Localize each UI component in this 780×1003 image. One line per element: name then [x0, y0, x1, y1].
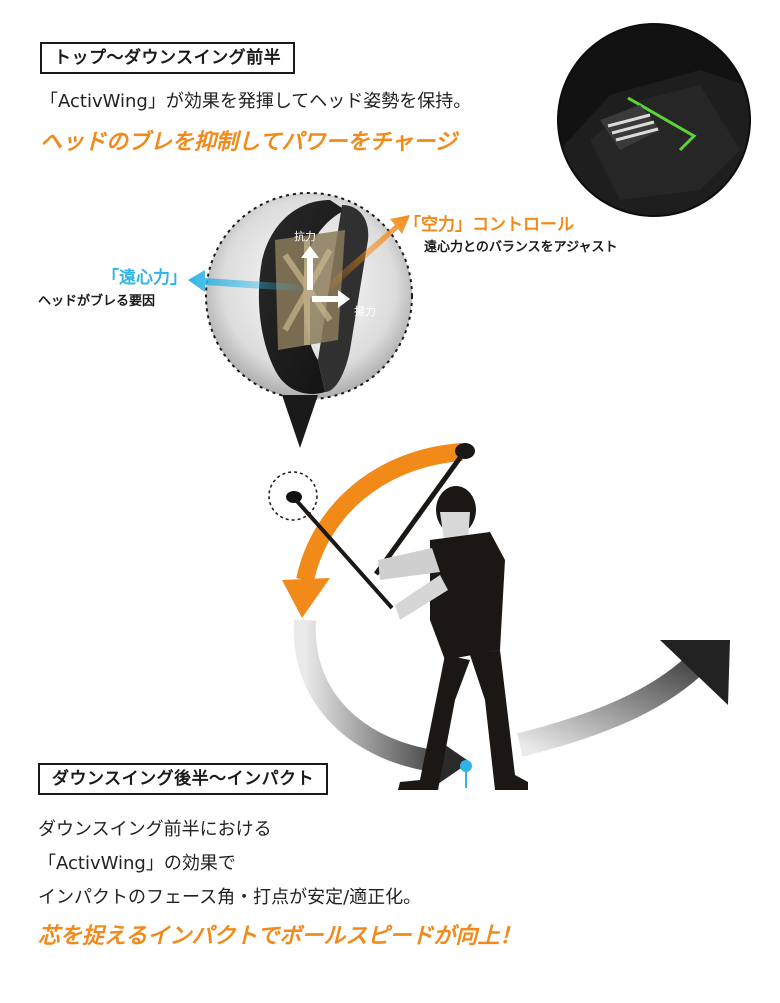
section-label-top-downswing: トップ〜ダウンスイング前半 — [40, 42, 296, 74]
head-highlight-circle — [268, 471, 318, 521]
zoom-circle — [205, 192, 413, 448]
lift-label: 揚力 — [354, 305, 376, 318]
section2-line1: ダウンスイング前半における — [38, 819, 272, 840]
section2-line2: 「ActivWing」の効果で — [38, 853, 236, 874]
section2-line3: インパクトのフェース角・打点が安定/適正化。 — [38, 887, 422, 908]
centrifugal-sub: ヘッドがブレる要因 — [38, 294, 156, 309]
golfer-silhouette — [294, 443, 528, 790]
kuriki-control-title: 「空力」コントロール — [404, 215, 574, 235]
swing-arc-grey — [293, 619, 730, 786]
club-head-photo — [557, 23, 751, 217]
kuriki-control-sub: 遠心力とのバランスをアジャスト — [424, 240, 618, 255]
drag-label: 抗力 — [294, 230, 316, 243]
section2-headline: 芯を捉えるインパクトでボールスピードが向上！ — [38, 924, 522, 949]
swing-arc-orange — [282, 443, 463, 618]
force-arrows — [188, 215, 410, 308]
section1-headline: ヘッドのブレを抑制してパワーをチャージ — [40, 130, 457, 155]
ball-on-tee — [460, 760, 472, 788]
section1-body: 「ActivWing」が効果を発揮してヘッド姿勢を保持。 — [40, 91, 472, 112]
section-label-late-downswing: ダウンスイング後半〜インパクト — [38, 763, 329, 795]
centrifugal-title: 「遠心力」 — [102, 268, 187, 288]
